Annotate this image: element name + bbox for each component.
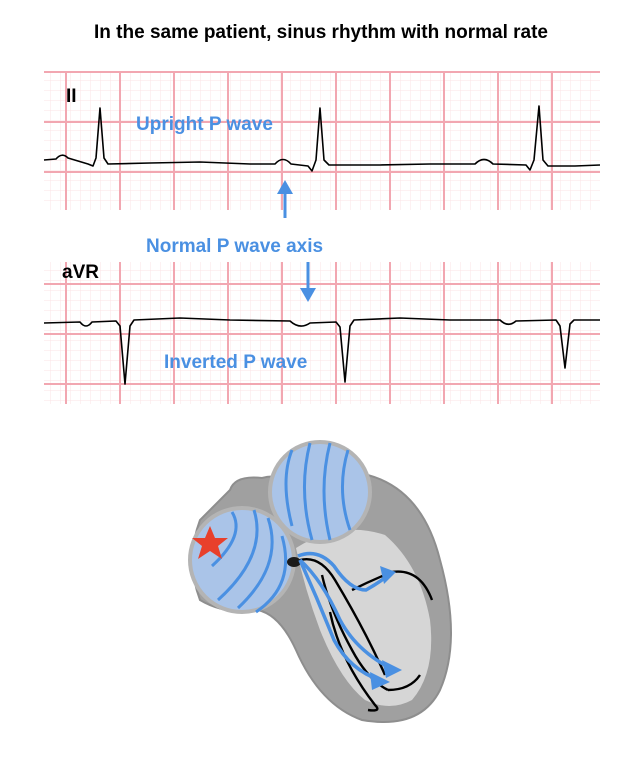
arrow-down-icon (300, 262, 316, 302)
inverted-p-wave-label: Inverted P wave (164, 352, 308, 373)
lead-ii-label: II (66, 86, 77, 107)
avr-lead-label: aVR (62, 262, 99, 283)
left-atrium-waves (284, 442, 352, 541)
upright-p-wave-label: Upright P wave (136, 114, 273, 135)
arrow-up-icon (277, 180, 293, 218)
arrowhead-icon (380, 566, 396, 584)
lead-ii-trace (43, 105, 601, 172)
heart-diagram (188, 440, 452, 723)
lead-ii-strip (43, 71, 601, 210)
av-node (287, 557, 301, 567)
arrowhead-icon (370, 672, 390, 690)
conduction-arrows (297, 551, 392, 682)
right-atrium-waves (210, 509, 288, 614)
avr-trace (43, 317, 600, 385)
star-icon (192, 526, 228, 559)
arrowhead-icon (382, 660, 402, 678)
figure-title: In the same patient, sinus rhythm with n… (94, 22, 548, 43)
avr-strip (43, 262, 600, 404)
p-wave-axis-label: Normal P wave axis (146, 236, 324, 257)
right-atrium (188, 506, 296, 614)
